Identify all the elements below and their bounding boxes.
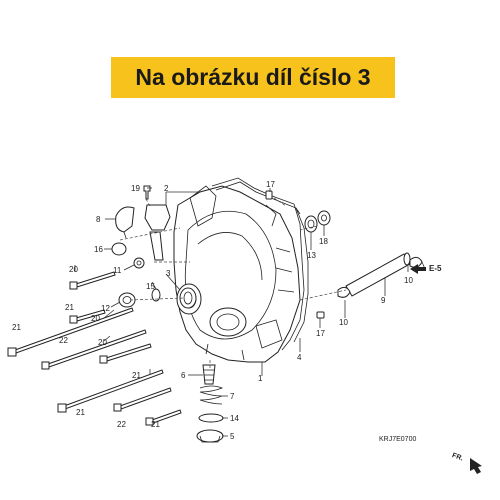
alignment-lines (119, 197, 347, 368)
leader-lines (74, 187, 426, 437)
part-11-gear (133, 257, 145, 269)
part-9-tube (345, 252, 411, 297)
reference-e5: E-5 (410, 264, 442, 274)
part-8-knob (115, 206, 135, 239)
callout-8: 8 (96, 215, 101, 224)
callout-4: 4 (297, 353, 302, 362)
callout-22: 22 (117, 420, 126, 429)
part-13-seal (304, 215, 318, 233)
callout-18: 18 (319, 237, 328, 246)
callout-20: 20 (69, 265, 78, 274)
callout-21: 21 (76, 408, 85, 417)
callout-10: 10 (404, 276, 413, 285)
callout-9: 9 (381, 296, 386, 305)
reference-arrow-icon (410, 264, 426, 274)
callout-22: 22 (59, 336, 68, 345)
callout-19: 19 (131, 184, 140, 193)
callout-labels: 19 2 17 8 16 13 18 20 11 3 15 10 21 12 2… (12, 180, 413, 441)
callout-6: 6 (181, 371, 186, 380)
part-17-pin-b (316, 311, 325, 319)
part-12-cap (118, 292, 136, 308)
front-arrow-icon (470, 458, 482, 474)
callout-3: 3 (166, 269, 171, 278)
part-10-clamp-b (337, 286, 351, 298)
part-6-filter (202, 364, 216, 385)
part-16-ring (111, 242, 127, 256)
diagram-code: KRJ7E0700 (379, 436, 416, 443)
front-direction-indicator: FR. (451, 452, 482, 474)
callout-10: 10 (339, 318, 348, 327)
callout-21: 21 (132, 371, 141, 380)
callout-1: 1 (258, 374, 263, 383)
callout-2: 2 (164, 184, 169, 193)
callout-15: 15 (146, 282, 155, 291)
callout-16: 16 (94, 245, 103, 254)
bolts (7, 271, 182, 426)
crankcase-cover (173, 185, 301, 363)
callout-20: 20 (98, 338, 107, 347)
callout-12: 12 (101, 304, 110, 313)
direction-label: FR. (451, 452, 464, 462)
callout-21: 21 (151, 420, 160, 429)
part-17-pin-a (265, 190, 273, 200)
callout-21: 21 (65, 303, 74, 312)
callout-13: 13 (307, 251, 316, 260)
part-5-plug (196, 429, 224, 443)
callout-11: 11 (113, 266, 122, 275)
callout-20: 20 (91, 314, 100, 323)
callout-17: 17 (316, 329, 325, 338)
banner-text: Na obrázku díl číslo 3 (135, 64, 371, 90)
callout-5: 5 (230, 432, 235, 441)
part-18-seal (317, 210, 331, 226)
part-14-oring (198, 413, 224, 423)
reference-label: E-5 (429, 264, 442, 273)
part-7-spring (199, 385, 224, 405)
callout-7: 7 (230, 392, 235, 401)
callout-14: 14 (230, 414, 239, 423)
callout-21: 21 (12, 323, 21, 332)
callout-17: 17 (266, 180, 275, 189)
part-number-banner: Na obrázku díl číslo 3 (111, 57, 395, 98)
